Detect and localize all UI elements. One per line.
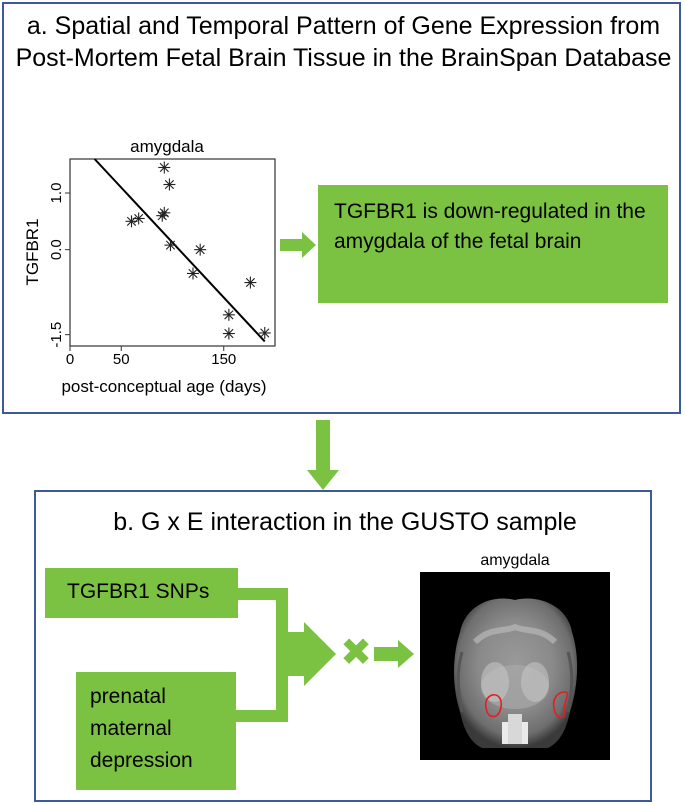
panel-b-title: b. G x E interaction in the GUSTO sample: [113, 508, 577, 536]
y-tick-label: 0.0: [48, 239, 65, 260]
data-point: [132, 212, 145, 225]
roi-left-amygdala: [484, 693, 502, 718]
data-point: [163, 178, 176, 191]
axes: 0 50 150 -1.5 0.0 1.0: [48, 183, 236, 368]
panel-b: b. G x E interaction in the GUSTO sample…: [34, 490, 652, 802]
x-tick-label: 0: [66, 351, 74, 368]
data-point: [258, 326, 271, 339]
roi-right-amygdala: [552, 691, 569, 719]
x-axis-label: post-conceptual age (days): [54, 376, 274, 398]
data-point: [194, 243, 207, 256]
arrow-right-icon: [374, 640, 414, 668]
brain-label: amygdala: [480, 552, 550, 569]
x-tick-label: 50: [113, 351, 130, 368]
data-point: [158, 161, 171, 174]
scatter-plot: amygdala 0 50 150 -1.5 0.0 1.0 TGFBR1: [23, 137, 276, 368]
panel-a-title: a. Spatial and Temporal Pattern of Gene …: [15, 12, 672, 72]
y-tick-label: -1.5: [48, 322, 65, 348]
regression-line: [93, 158, 266, 343]
data-points: [125, 161, 271, 340]
data-point: [244, 276, 257, 289]
data-point: [187, 267, 199, 280]
x-tick-label: 150: [211, 351, 236, 368]
panel-a: a. Spatial and Temporal Pattern of Gene …: [2, 2, 681, 414]
snp-box: TGFBR1 SNPs: [45, 568, 238, 618]
data-point: [164, 239, 177, 252]
fit-line: [93, 158, 266, 343]
data-point: [158, 206, 171, 219]
data-point: [222, 308, 235, 321]
arrow-right-icon: [280, 232, 316, 258]
interaction-x-icon: ✖: [340, 630, 372, 674]
x-axis-label-text: post-conceptual age (days): [61, 377, 267, 396]
y-tick-label: 1.0: [48, 183, 65, 204]
result-box: TGFBR1 is down-regulated in the amygdala…: [318, 185, 668, 303]
plot-frame: [69, 158, 276, 347]
y-axis-label: TGFBR1: [23, 218, 42, 285]
brain-mri-image: [420, 572, 610, 760]
exposure-box: prenatal maternal depression: [76, 672, 236, 790]
merge-connector: [236, 588, 336, 722]
data-point: [222, 327, 235, 340]
chart-title: amygdala: [130, 137, 204, 156]
arrow-down-icon: [307, 420, 339, 490]
